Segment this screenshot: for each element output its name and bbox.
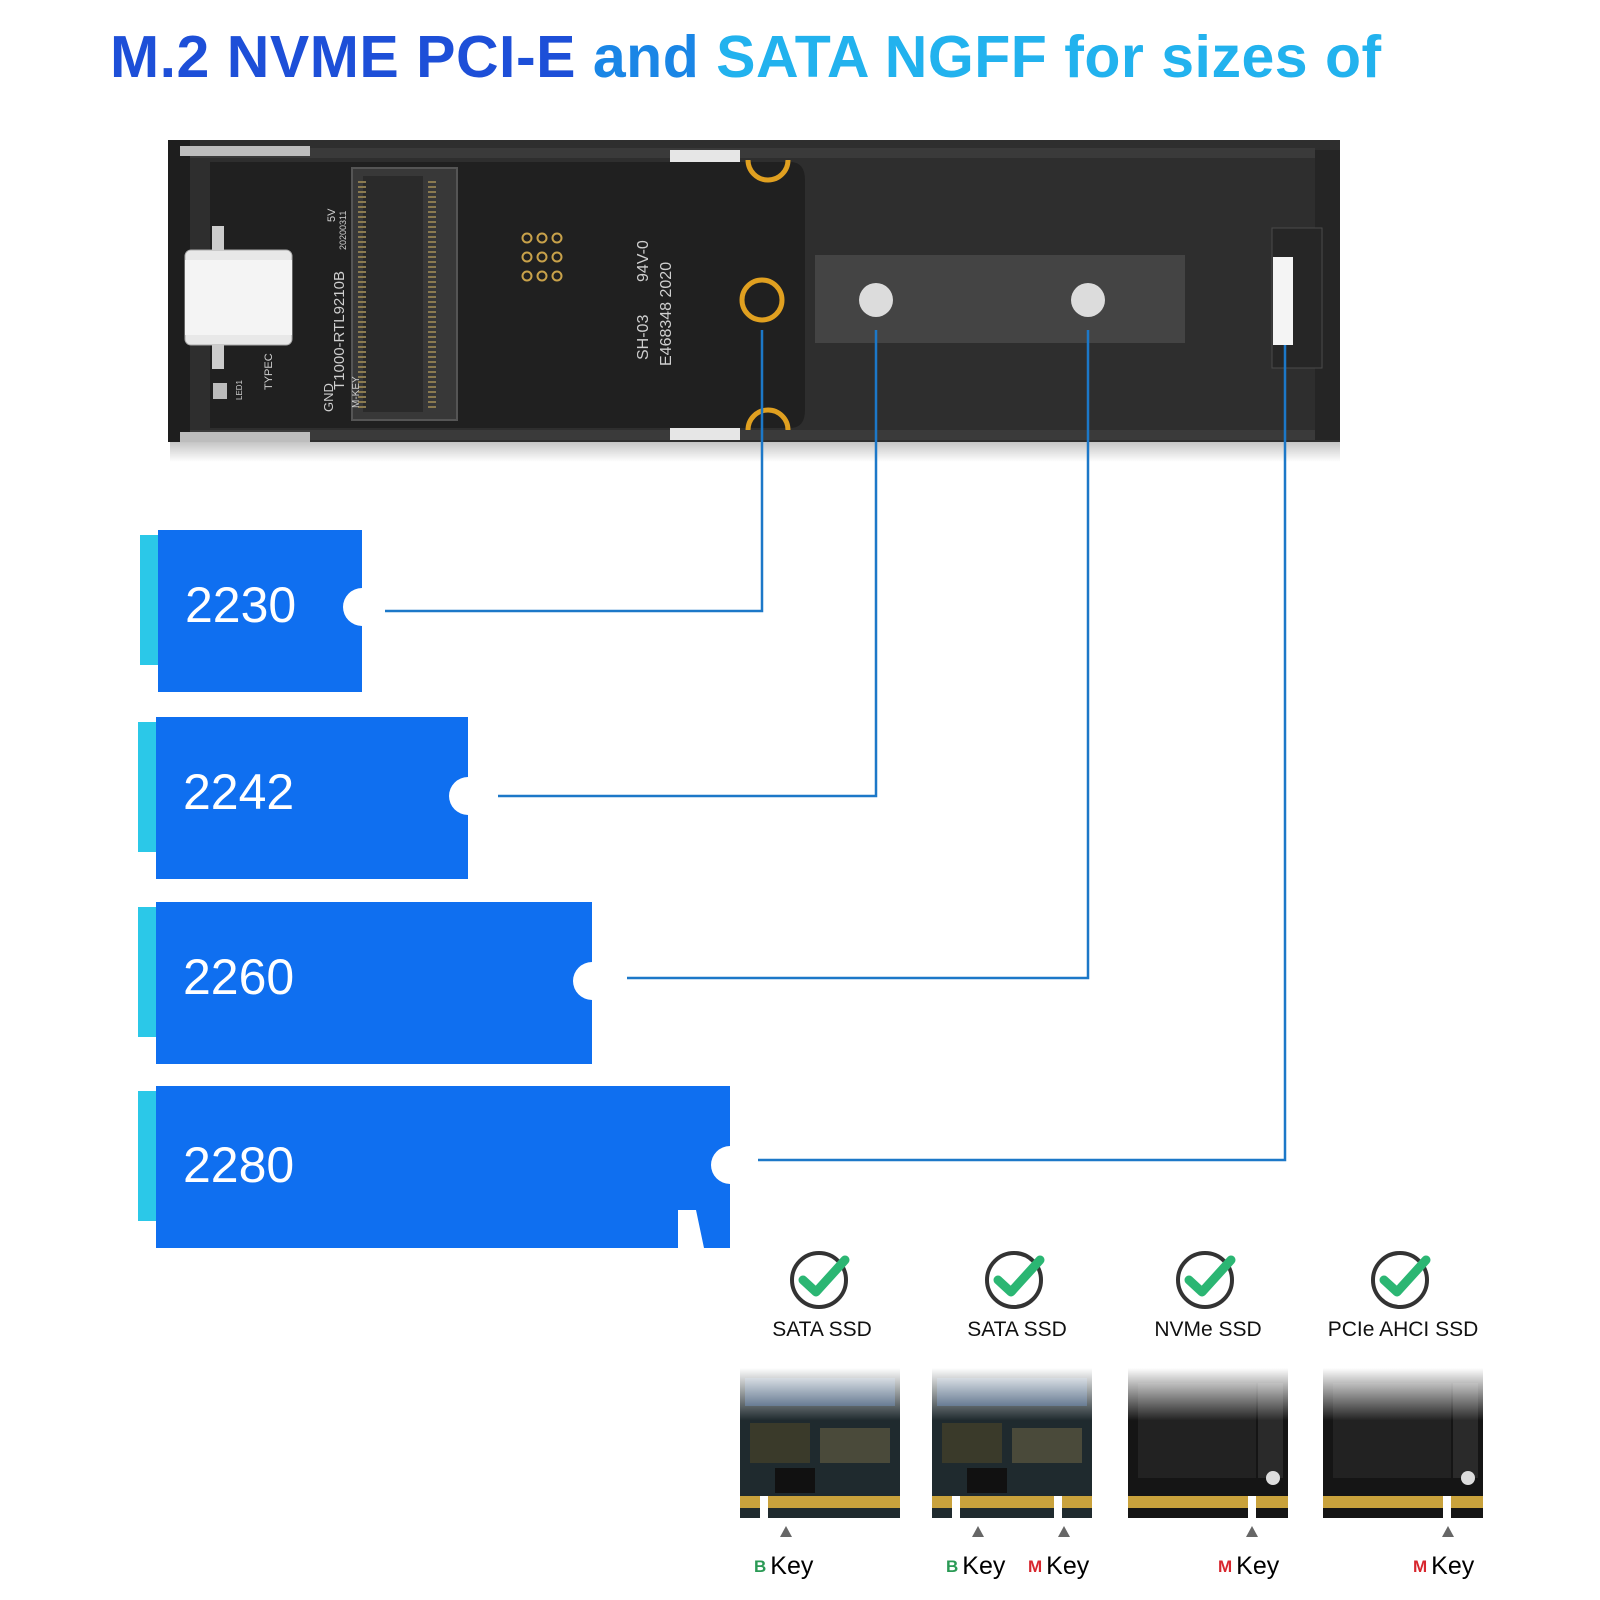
- latch-2280: [1273, 257, 1293, 345]
- b-key-letter: B: [946, 1557, 959, 1576]
- compat-nvme: NVMe SSD: [1113, 1248, 1303, 1342]
- m2-card-shape: [138, 1086, 730, 1248]
- checkmark-icon: [790, 1251, 850, 1309]
- standoff-2260: [1071, 283, 1105, 317]
- compat-pcie-ahci: PCIe AHCI SSD: [1308, 1248, 1498, 1342]
- m-key-letter: M: [1028, 1557, 1043, 1576]
- m-key-notch-arrow: [1442, 1526, 1454, 1537]
- led: [213, 383, 227, 399]
- size-card-2242: 2242: [138, 717, 483, 879]
- test-pads: [521, 232, 563, 282]
- screw-hole-top: [745, 159, 791, 183]
- headline-part-sata: SATA NGFF for sizes of: [716, 24, 1382, 90]
- checkmark-icon: [1371, 1251, 1431, 1309]
- m-key-notch-arrow: [1246, 1526, 1258, 1537]
- pcb-typec-text: TYPEC: [263, 353, 275, 390]
- m2-card-shape: [138, 902, 592, 1064]
- headline: M.2 NVME PCI-E and SATA NGFF for sizes o…: [110, 22, 1382, 93]
- headline-part-nvme: M.2 NVME PCI-E: [110, 24, 576, 90]
- ssd-photo-sata-b: [740, 1368, 900, 1518]
- headline-part-and: and: [592, 24, 700, 90]
- size-label-2242: 2242: [183, 764, 295, 820]
- m-key-letter: M: [1413, 1557, 1428, 1576]
- pcb-mkey-text: M-KEY: [351, 376, 362, 408]
- ssd-photo-pcie-ahci: [1323, 1368, 1483, 1518]
- enclosure-illustration: T1000-RTL9210B 20200311 M-KEY 5V GND TYP…: [168, 140, 1340, 462]
- pcb-date-text: 20200311: [338, 211, 348, 250]
- compat-sata-bm: SATA SSD: [922, 1248, 1112, 1342]
- pcb-gnd-text: GND: [321, 383, 336, 412]
- screw-hole-2230: [739, 277, 785, 323]
- cert-sh03-text: SH-03: [635, 315, 652, 360]
- size-label-2260: 2260: [183, 949, 295, 1005]
- ssd-photo-sata-bm: [932, 1368, 1092, 1518]
- size-card-2280: 2280: [138, 1086, 738, 1248]
- checkmark-icon: [1176, 1251, 1236, 1309]
- compat-sata-b: SATA SSD: [727, 1248, 917, 1342]
- cert-e468348-text: E468348 2020: [658, 262, 675, 366]
- size-card-2230: 2230: [140, 530, 380, 692]
- size-card-2260: 2260: [138, 902, 608, 1064]
- b-key-letter: B: [754, 1557, 767, 1576]
- ssd-type-label: SATA SSD: [967, 1318, 1067, 1341]
- pcb-5v-text: 5V: [326, 208, 338, 222]
- ssd-type-label: SATA SSD: [772, 1318, 872, 1341]
- size-label-2280: 2280: [183, 1137, 295, 1193]
- pcb-board: [210, 162, 805, 428]
- size-label-2230: 2230: [185, 577, 297, 633]
- key-word: Key: [770, 1552, 814, 1580]
- ssd-type-label: PCIe AHCI SSD: [1327, 1318, 1479, 1341]
- key-word: Key: [962, 1552, 1006, 1580]
- m-key-notch-arrow: [1058, 1526, 1070, 1537]
- checkmark-icon: [985, 1251, 1045, 1309]
- ssd-photo-nvme: [1128, 1368, 1288, 1518]
- m-key-letter: M: [1218, 1557, 1233, 1576]
- key-word: Key: [1046, 1552, 1090, 1580]
- standoff-2242: [859, 283, 893, 317]
- pcb-led-text: LED1: [235, 379, 244, 400]
- key-word: Key: [1236, 1552, 1280, 1580]
- pcb-model-text: T1000-RTL9210B: [331, 271, 348, 390]
- cert-94v-text: 94V-0: [635, 240, 652, 282]
- key-word: Key: [1431, 1552, 1475, 1580]
- b-key-notch-arrow: [780, 1526, 792, 1537]
- ssd-type-label: NVMe SSD: [1154, 1318, 1262, 1341]
- m2-card-shape: [140, 530, 362, 692]
- m2-card-shape: [138, 717, 468, 879]
- b-key-notch-arrow: [972, 1526, 984, 1537]
